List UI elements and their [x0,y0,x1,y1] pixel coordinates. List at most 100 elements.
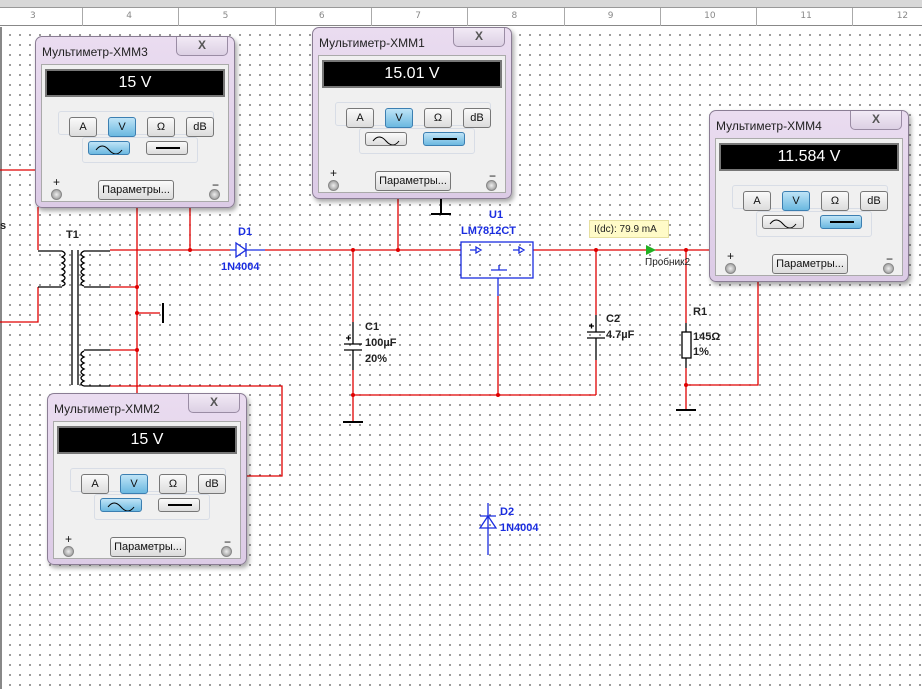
ac-button[interactable] [100,498,142,512]
u1-ref: U1 [489,209,504,221]
plus-terminal[interactable] [328,180,339,191]
diode-d2 [478,503,498,555]
ruler-divider [274,8,276,26]
mode-button-2[interactable]: Ω [159,474,187,494]
mode-button-0[interactable]: A [346,108,374,128]
ac-button[interactable] [762,215,804,229]
probe-tooltip: I(dc): 79.9 mA [589,220,669,238]
probe-label[interactable]: Пробник2 [645,257,691,268]
sine-wave-icon [769,219,797,229]
settings-button[interactable]: Параметры... [375,171,451,191]
dc-button[interactable] [158,498,200,512]
close-button[interactable]: X [176,37,228,56]
coupling-group [82,137,198,163]
mode-button-0[interactable]: A [743,191,771,211]
r1-value: 145Ω [693,331,721,343]
meter-title: Мультиметр-XMM3 [42,45,148,59]
mode-button-1[interactable]: V [782,191,810,211]
close-button[interactable]: X [188,394,240,413]
d1-model: 1N4004 [221,261,260,273]
dc-button[interactable] [423,132,465,146]
r1-tolerance: 1% [693,346,709,358]
mode-button-3[interactable]: dB [186,117,214,137]
mode-button-0[interactable]: A [69,117,97,137]
settings-button[interactable]: Параметры... [98,180,174,200]
partial-label: s [0,220,7,232]
ruler-divider [82,8,83,26]
mode-button-1[interactable]: V [120,474,148,494]
minus-label: − [489,169,497,183]
mode-button-3[interactable]: dB [860,191,888,211]
dc-button[interactable] [820,215,862,229]
ac-button[interactable] [365,132,407,146]
meter-title: Мультиметр-XMM1 [319,36,425,50]
ruler-label: 10 [704,11,716,21]
minus-terminal[interactable] [221,546,232,557]
coupling-group [359,128,475,154]
probe-arrow-icon [646,245,656,255]
dc-line-icon [433,138,457,140]
mode-button-0[interactable]: A [81,474,109,494]
mode-button-3[interactable]: dB [198,474,226,494]
meter-title: Мультиметр-XMM4 [716,119,822,133]
mode-button-1[interactable]: V [108,117,136,137]
mode-button-1[interactable]: V [385,108,413,128]
minus-label: − [212,178,220,192]
minus-terminal[interactable] [883,263,894,274]
d1-ref: D1 [238,226,253,238]
plus-terminal[interactable] [63,546,74,557]
mode-button-2[interactable]: Ω [147,117,175,137]
plus-label: + [53,175,61,189]
mode-button-2[interactable]: Ω [821,191,849,211]
red-wires [0,169,759,477]
minus-terminal[interactable] [486,180,497,191]
dc-button[interactable] [146,141,188,155]
junctions [135,248,688,397]
minus-terminal[interactable] [209,189,220,200]
settings-button[interactable]: Параметры... [110,537,186,557]
minus-label: − [886,252,894,266]
ruler-divider [659,8,661,26]
d2-ref: D2 [500,506,515,518]
coupling-group [94,494,210,520]
ruler-label: 4 [126,11,133,21]
r1-ref: R1 [693,306,708,318]
coupling-group [756,211,872,237]
capacitors [344,315,692,370]
settings-button[interactable]: Параметры... [772,254,848,274]
ruler-label: 3 [30,11,36,21]
d2-model: 1N4004 [500,522,539,534]
u1-model: LM7812CT [461,225,517,237]
c1-value: 100µF [365,337,397,349]
ac-button[interactable] [88,141,130,155]
dc-line-icon [156,147,180,149]
close-button[interactable]: X [850,111,902,130]
ruler-divider [852,8,854,26]
sine-wave-icon [95,145,123,155]
c2-value: 4.7µF [606,329,635,341]
mode-button-2[interactable]: Ω [424,108,452,128]
transformer-t1 [38,250,110,387]
close-button[interactable]: X [453,28,505,47]
sine-wave-icon [372,136,400,146]
plus-terminal[interactable] [725,263,736,274]
ruler-divider [756,8,758,26]
plus-terminal[interactable] [51,189,62,200]
mode-button-3[interactable]: dB [463,108,491,128]
dc-line-icon [830,221,854,223]
ruler-divider [563,8,565,26]
plus-label: + [330,166,338,180]
ruler-label: 11 [800,11,812,21]
diode-d1 [230,241,265,259]
ruler-divider [178,8,180,26]
ruler-label: 5 [222,11,229,21]
